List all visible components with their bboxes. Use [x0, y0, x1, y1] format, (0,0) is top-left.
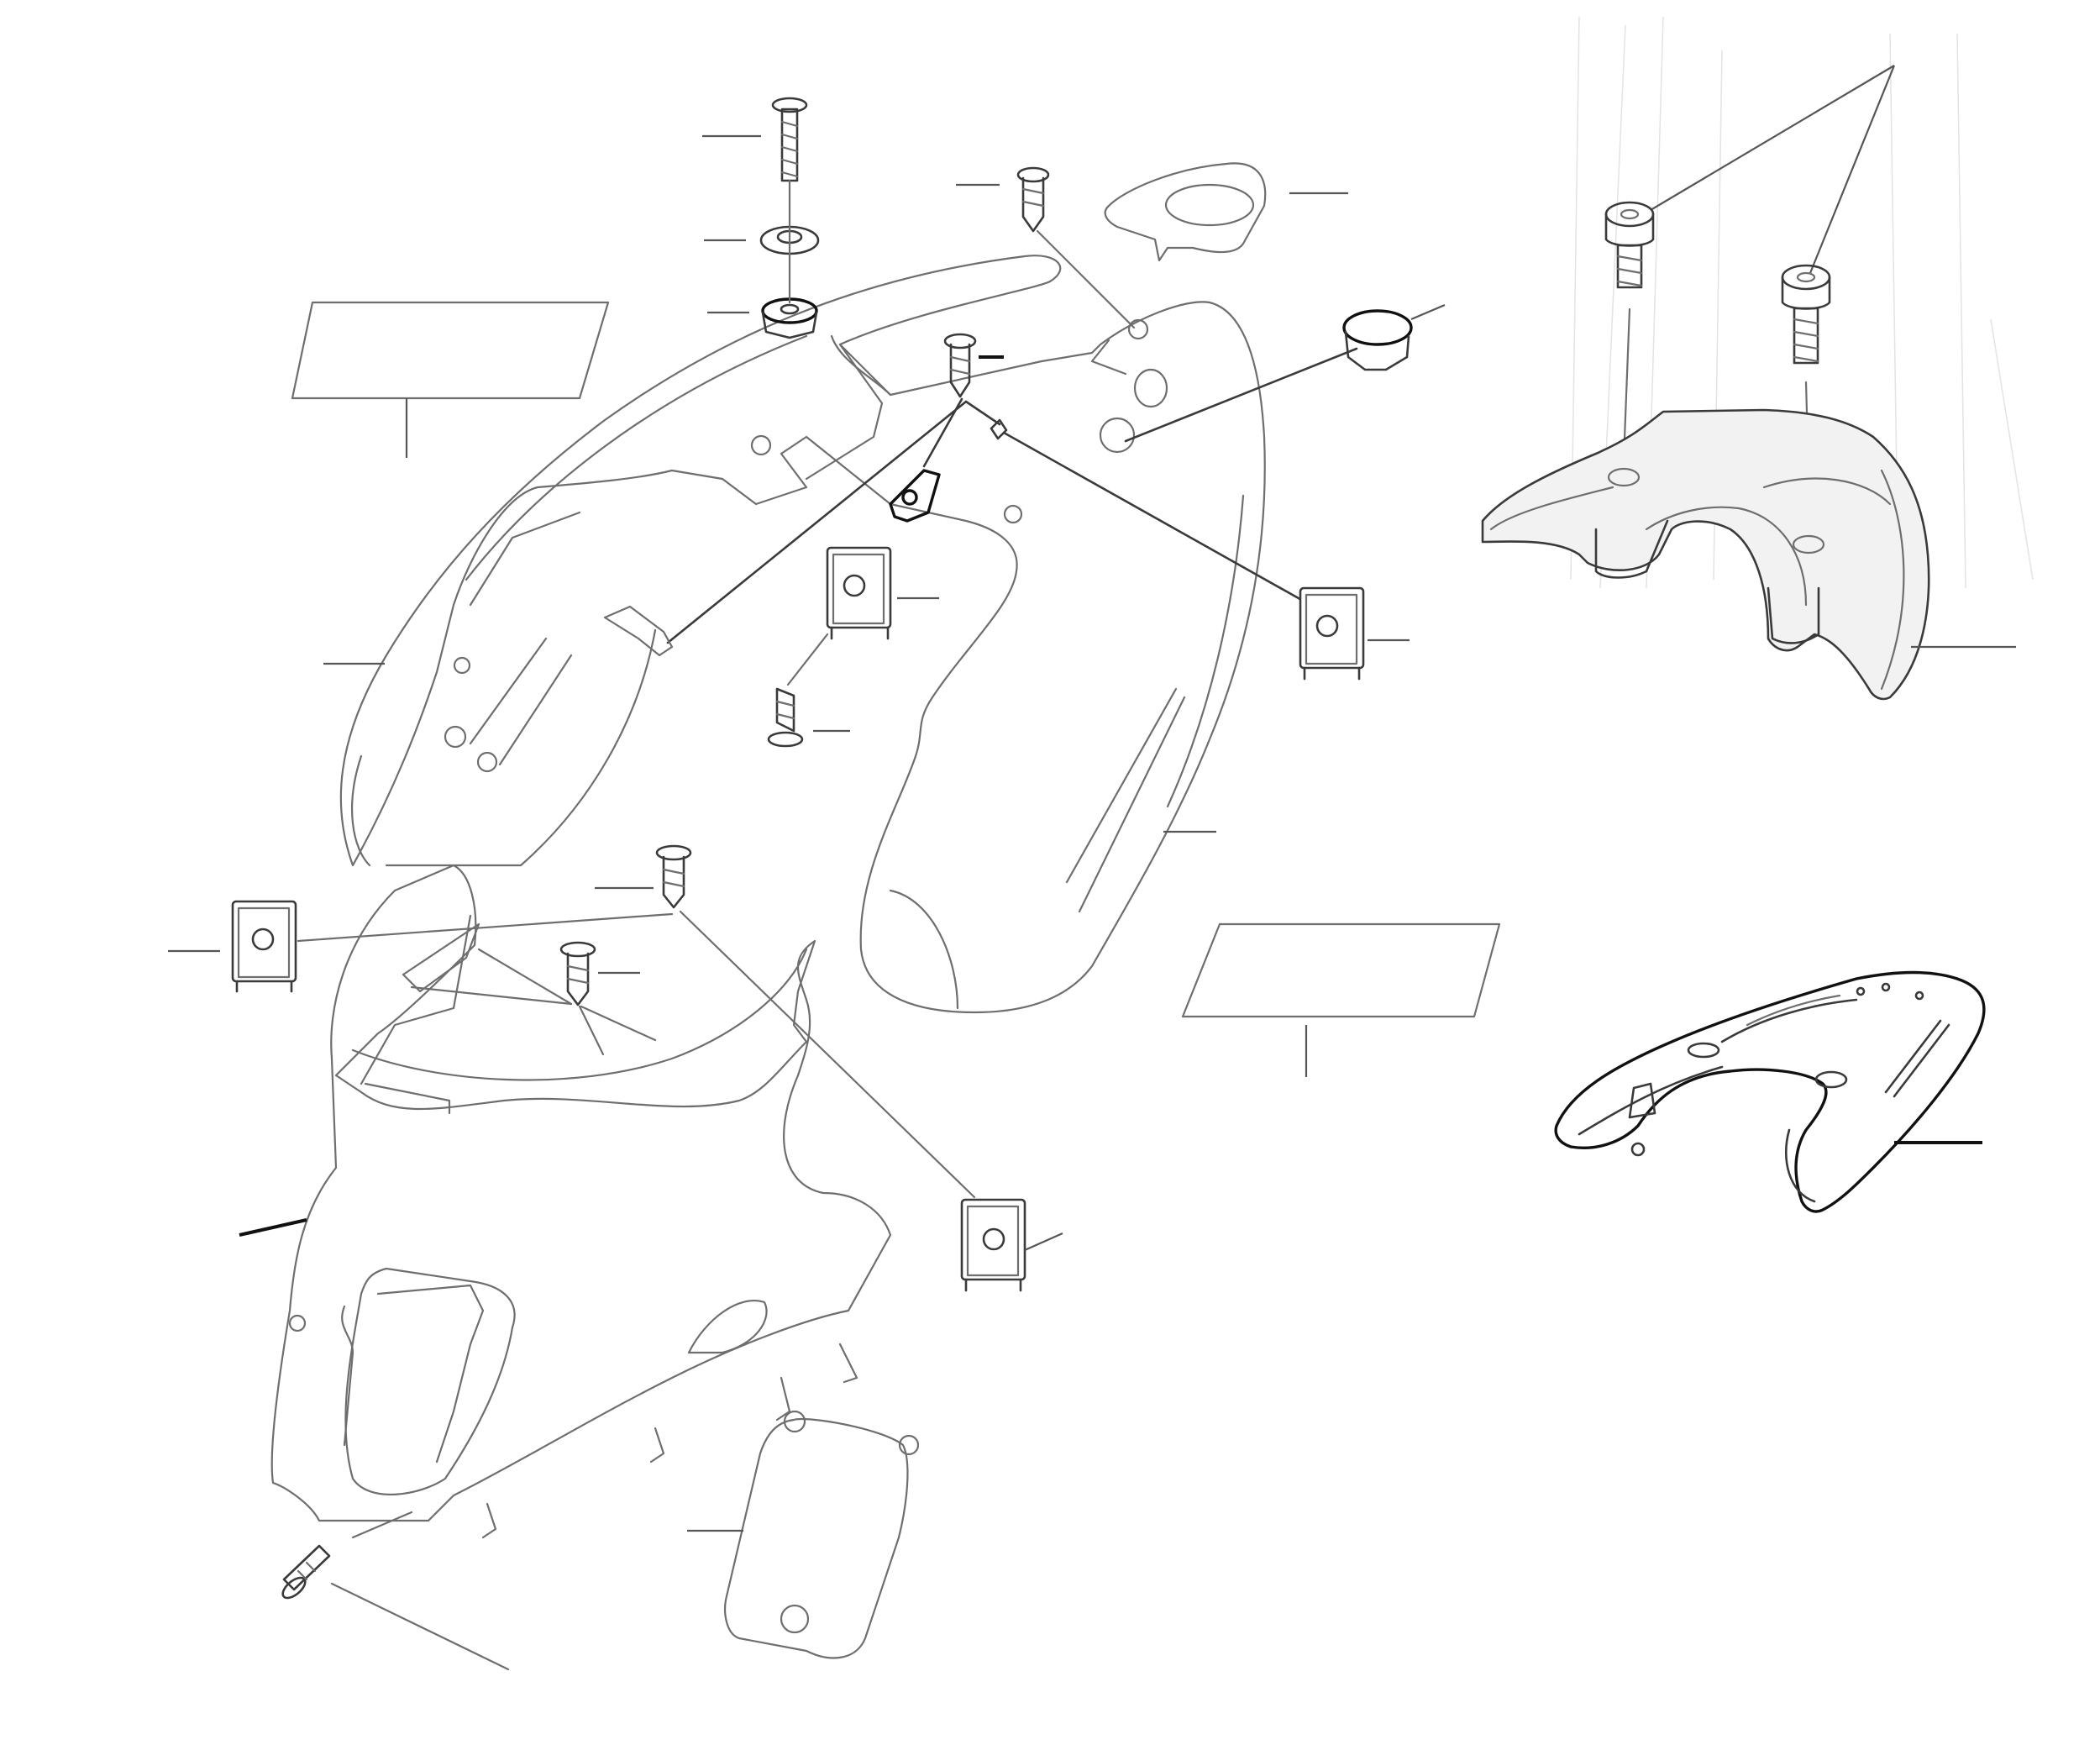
seat-pad-small [1104, 162, 1348, 262]
clip-nut-right [1299, 586, 1410, 681]
leader-line [1036, 229, 1136, 329]
screw-lower-2 [410, 941, 657, 1056]
rear-carrier [1554, 970, 1986, 1213]
leader-line [1124, 347, 1358, 443]
rear-rack-assembly [1481, 65, 2016, 701]
upper-fairing-panel [339, 255, 1266, 1014]
clip-nut-center [786, 546, 939, 686]
screw-mid-center [767, 687, 850, 748]
label-plate-lower [1181, 922, 1501, 1077]
leader-line [679, 910, 976, 1199]
leader-line [1410, 303, 1446, 321]
cable-clip [603, 397, 1312, 657]
rubber-pad [687, 1410, 920, 1659]
label-plate-upper [291, 301, 610, 458]
screw-fairing-top [943, 333, 1004, 398]
screw-top-center [956, 166, 1136, 329]
clip-nut-lower [679, 910, 1063, 1292]
rubber-cap [1124, 303, 1446, 443]
side-leaders [239, 662, 1216, 1237]
screw-lower-1 [595, 844, 692, 909]
leader-line [297, 912, 674, 943]
clip-nut-left [168, 900, 674, 993]
leader-line [351, 1511, 413, 1539]
leader-line [1024, 1232, 1063, 1252]
screw-bottom-left [281, 1511, 510, 1671]
leader-line [330, 1582, 510, 1671]
leader-line [786, 633, 829, 686]
screw-washer-stack [702, 97, 820, 339]
lower-fairing-panel [270, 864, 892, 1539]
